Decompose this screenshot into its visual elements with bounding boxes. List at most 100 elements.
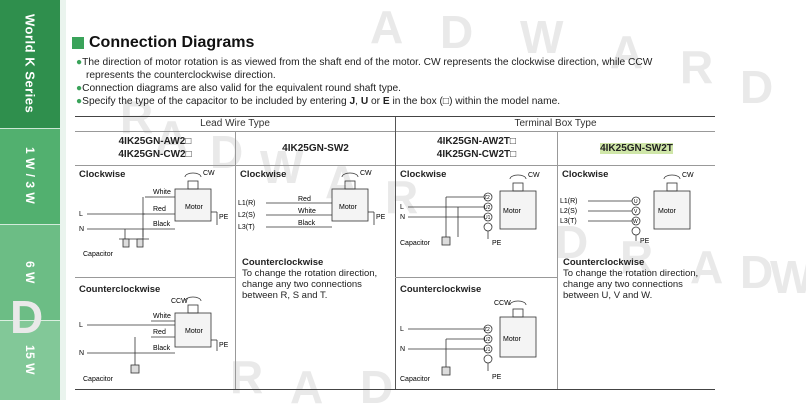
sidebar-tab-world-k-series[interactable]: World K Series: [0, 0, 60, 128]
terminal-u2: U2: [484, 337, 491, 343]
motor-label: Motor: [185, 328, 204, 335]
motor-label: Motor: [503, 208, 522, 215]
black-wire-label: Black: [153, 221, 171, 228]
model-cell-sw2t: 4IK25GN-SW2T: [600, 143, 673, 154]
l3t-label: L3(T): [238, 224, 255, 231]
terminal-u2: U2: [484, 205, 491, 211]
line-l-label: L: [79, 211, 83, 218]
watermark-letter: D: [210, 126, 246, 178]
watermark-letter: A: [610, 26, 646, 78]
pe-label: PE: [640, 238, 650, 245]
watermark-letter: D: [440, 6, 476, 58]
pe-label: PE: [492, 374, 502, 381]
label-clockwise: Clockwise: [79, 169, 126, 180]
model-cell-aw2t-cw2t: 4IK25GN-AW2T□4IK25GN-CW2T□: [436, 136, 517, 160]
black-wire-label: Black: [298, 220, 316, 227]
line-l-label: L: [400, 204, 404, 211]
cw-label: CW: [682, 172, 694, 179]
sidebar-divider: [0, 128, 60, 129]
ccw-label: CCW: [494, 300, 511, 307]
sidebar-divider: [0, 224, 60, 225]
capacitor-label: Capacitor: [83, 376, 114, 383]
l1r-label: L1(R): [238, 200, 256, 207]
motor-label: Motor: [503, 336, 522, 343]
wiring-diagram-lead-ccw: CCW Motor White Red Black L N Capacitor …: [79, 296, 229, 383]
note-sw2t: Counterclockwise To change the rotation …: [563, 257, 699, 301]
capacitor-label: Capacitor: [400, 240, 431, 247]
line-n-label: N: [79, 226, 84, 233]
pe-label: PE: [219, 214, 229, 221]
watermark-letter: W: [520, 11, 566, 63]
line-n-label: N: [400, 346, 405, 353]
sidebar-tab-1w-3w[interactable]: 1 W / 3 W: [0, 128, 60, 224]
red-wire-label: Red: [153, 206, 166, 213]
black-wire-label: Black: [153, 345, 171, 352]
l2s-label: L2(S): [238, 212, 255, 219]
terminal-v: V: [634, 209, 638, 215]
label-counterclockwise: Counterclockwise: [400, 284, 482, 295]
line-l-label: L: [400, 326, 404, 333]
sidebar-divider: [0, 320, 60, 321]
white-wire-label: White: [153, 189, 171, 196]
terminal-z2: Z2: [484, 327, 490, 333]
motor-label: Motor: [185, 204, 204, 211]
motor-label: Motor: [658, 208, 677, 215]
watermark-letter: R: [620, 231, 656, 283]
section-heading: Connection Diagrams: [72, 34, 254, 52]
bullet-round-shaft: ●Connection diagrams are also valid for …: [76, 83, 401, 94]
table-rule: [395, 277, 557, 278]
watermark-letter: A: [155, 111, 191, 163]
l2s-label: L2(S): [560, 208, 577, 215]
cw-label: CW: [203, 170, 215, 177]
red-wire-label: Red: [298, 196, 311, 203]
watermark-letter: D: [740, 246, 776, 298]
terminal-u1: U1: [484, 215, 491, 221]
terminal-u: U: [634, 199, 638, 205]
table-divider: [557, 131, 558, 389]
wiring-diagram-terminal-ccw: CCW Motor L N Capacitor PE Z2 U2 U1: [400, 300, 537, 383]
sidebar-tab-15w[interactable]: 15 W: [0, 320, 60, 400]
note-sw2: Counterclockwise To change the rotation …: [242, 257, 378, 301]
motor-label: Motor: [339, 204, 358, 211]
pe-label: PE: [219, 342, 229, 349]
line-l-label: L: [79, 322, 83, 329]
sidebar-tab-6w[interactable]: 6 W: [0, 224, 60, 320]
label-clockwise: Clockwise: [400, 169, 447, 180]
wiring-diagram-terminal-cw: CW Motor L N Capacitor PE Z2 U2 U1: [400, 172, 540, 247]
watermark-letter: W: [770, 251, 806, 303]
ccw-label: CCW: [171, 298, 188, 305]
heading-square-icon: [72, 37, 84, 49]
l1r-label: L1(R): [560, 198, 578, 205]
bullet-rotation: ●The direction of motor rotation is as v…: [76, 57, 653, 68]
model-cell-sw2: 4IK25GN-SW2: [282, 143, 349, 154]
sidebar: World K Series 1 W / 3 W 6 W 15 W: [0, 0, 60, 400]
terminal-u1: U1: [484, 347, 491, 353]
label-clockwise: Clockwise: [240, 169, 287, 180]
watermark-letter: D: [740, 61, 776, 113]
watermark-letter: R: [385, 171, 421, 223]
group-header-terminal-box: Terminal Box Type: [514, 118, 597, 129]
cw-label: CW: [528, 172, 540, 179]
watermark-letter: A: [370, 1, 406, 53]
table-divider: [395, 117, 396, 389]
table-rule: [75, 277, 235, 278]
label-clockwise: Clockwise: [562, 169, 609, 180]
group-header-lead-wire: Lead Wire Type: [200, 118, 270, 129]
sidebar-edge: [60, 0, 66, 400]
wiring-diagram-sw2t-cw: CW Motor L1(R) L2(S) L3(T) U V W PE: [560, 172, 694, 245]
terminal-z2: Z2: [484, 195, 490, 201]
wiring-diagram-lead-cw: CW Motor White Red Black L N Capacitor P…: [79, 170, 229, 258]
capacitor-label: Capacitor: [400, 376, 431, 383]
terminal-w: W: [633, 219, 638, 225]
page-title: Connection Diagrams: [89, 34, 255, 51]
watermark-letter: A: [690, 241, 726, 293]
bullet-capacitor: ●Specify the type of the capacitor to be…: [76, 96, 561, 107]
watermark-letter: R: [120, 91, 156, 143]
connection-table: Lead Wire Type Terminal Box Type 4IK25GN…: [75, 116, 715, 390]
pe-label: PE: [376, 214, 386, 221]
watermark-letter: R: [680, 41, 716, 93]
line-n-label: N: [79, 350, 84, 357]
white-wire-label: White: [153, 313, 171, 320]
wiring-diagram-sw2-cw: CW Motor L1(R) L2(S) L3(T) Red White Bla…: [238, 170, 386, 231]
white-wire-label: White: [298, 208, 316, 215]
